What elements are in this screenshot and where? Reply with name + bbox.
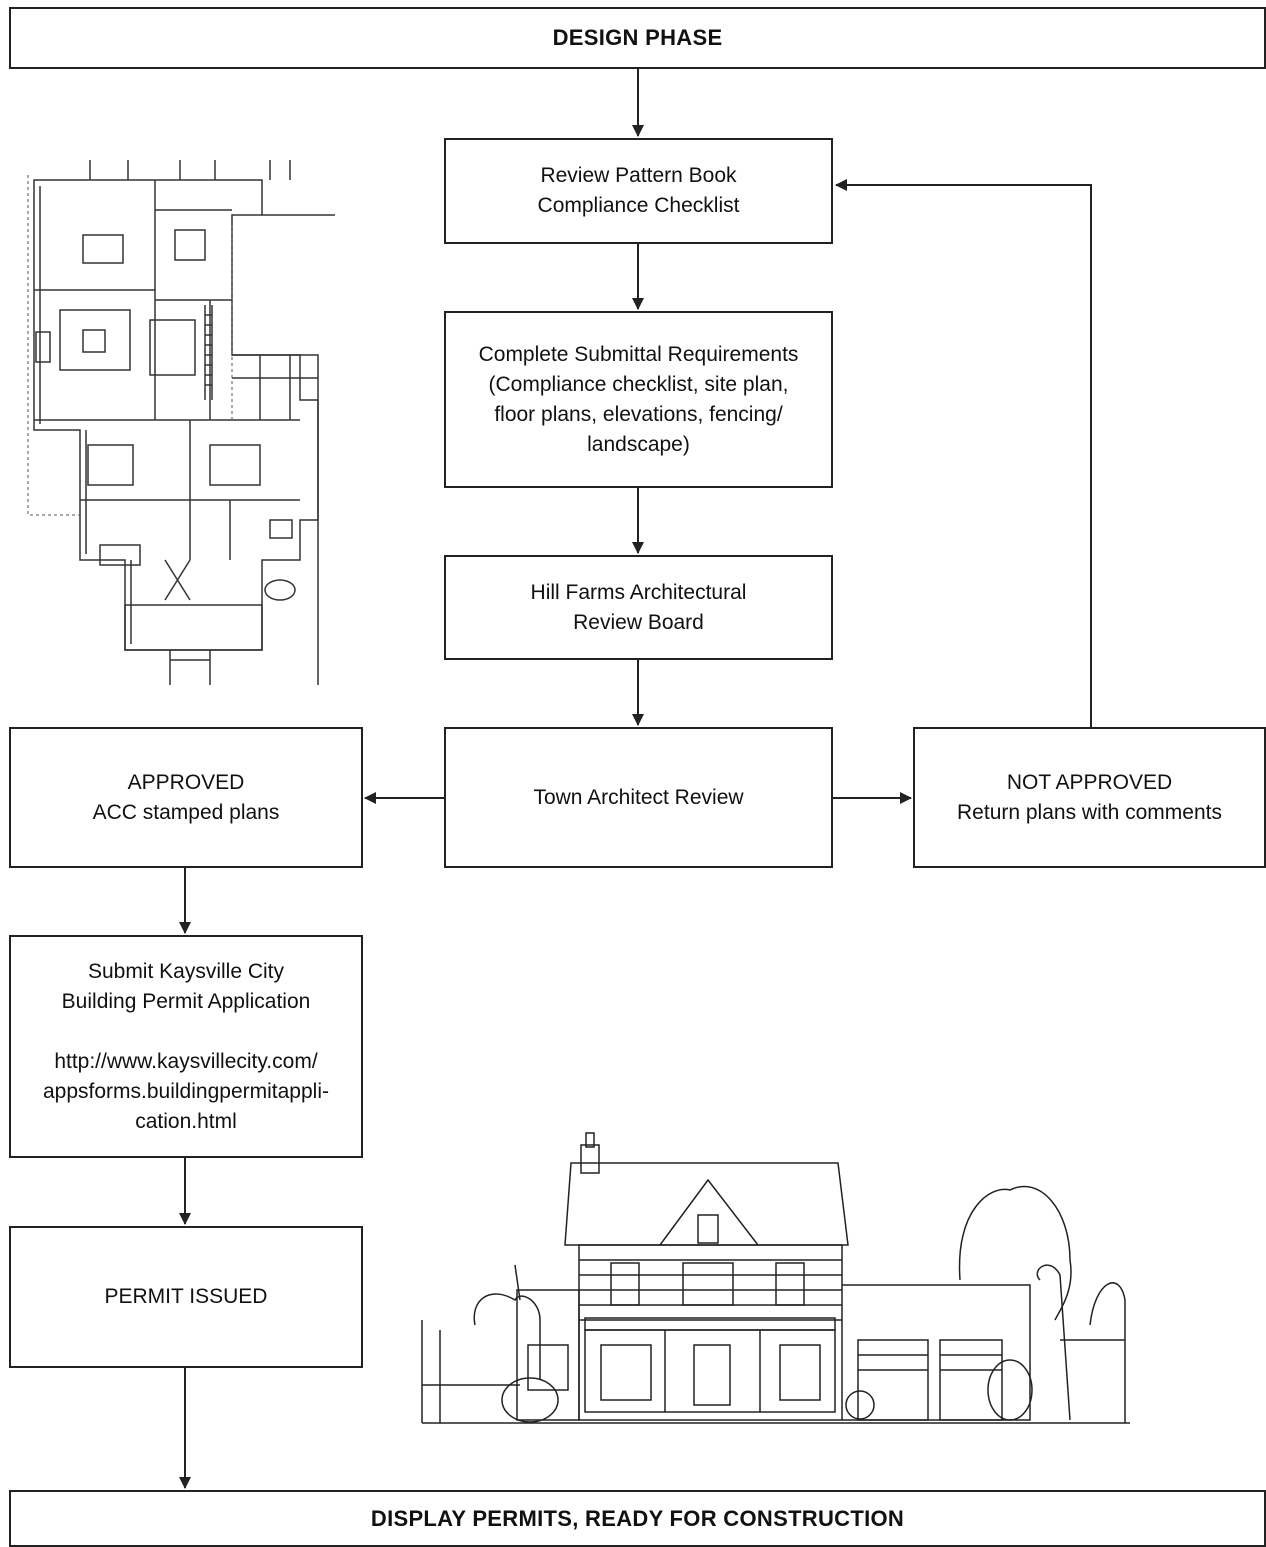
building-permit-box: Submit Kaysville City Building Permit Ap… [9, 935, 363, 1158]
not-approved-detail: Return plans with comments [957, 800, 1222, 824]
review-board-line-2: Review Board [573, 610, 704, 634]
permit-url-line-2[interactable]: appsforms.buildingpermitappli- [43, 1079, 329, 1103]
display-permits-banner: DISPLAY PERMITS, READY FOR CONSTRUCTION [9, 1490, 1266, 1547]
submittal-line-4: landscape) [587, 432, 690, 456]
submittal-line-3: floor plans, elevations, fencing/ [494, 402, 783, 426]
not-approved-box: NOT APPROVED Return plans with comments [913, 727, 1266, 868]
building-permit-line-1: Submit Kaysville City [87, 959, 285, 983]
permit-url-line-3[interactable]: cation.html [135, 1109, 237, 1133]
approved-label: APPROVED [127, 770, 245, 794]
review-pattern-book-box: Review Pattern Book Compliance Checklist [444, 138, 833, 244]
display-permits-label: DISPLAY PERMITS, READY FOR CONSTRUCTION [370, 1505, 905, 1531]
permit-issued-label: PERMIT ISSUED [104, 1285, 268, 1308]
not-approved-label: NOT APPROVED [1006, 770, 1173, 794]
submittal-line-1: Complete Submittal Requirements [478, 342, 799, 366]
permit-url-line-1[interactable]: http://www.kaysvillecity.com/ [54, 1049, 318, 1073]
permit-issued-box: PERMIT ISSUED [9, 1226, 363, 1368]
arrow-not-approved-loop [835, 179, 1092, 727]
submittal-line-2: (Compliance checklist, site plan, [488, 372, 789, 396]
approved-box: APPROVED ACC stamped plans [9, 727, 363, 868]
review-board-box: Hill Farms Architectural Review Board [444, 555, 833, 660]
town-architect-review-box: Town Architect Review [444, 727, 833, 868]
building-permit-line-2: Building Permit Application [61, 989, 311, 1013]
design-phase-banner: DESIGN PHASE [9, 7, 1266, 69]
approved-detail: ACC stamped plans [92, 800, 280, 824]
design-phase-label: DESIGN PHASE [552, 25, 723, 50]
town-architect-review-label: Town Architect Review [533, 785, 744, 809]
review-board-line-1: Hill Farms Architectural [530, 580, 747, 604]
submittal-requirements-box: Complete Submittal Requirements (Complia… [444, 311, 833, 488]
review-pattern-book-line-2: Compliance Checklist [537, 194, 740, 217]
review-pattern-book-line-1: Review Pattern Book [540, 164, 737, 187]
